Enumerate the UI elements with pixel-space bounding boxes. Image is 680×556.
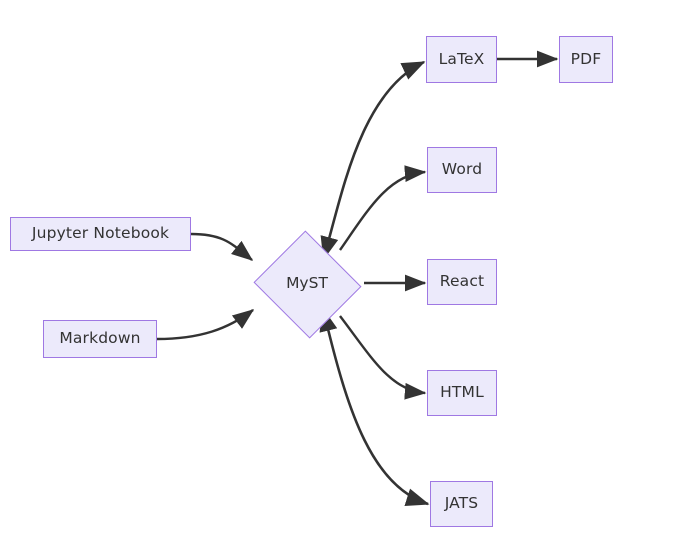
node-react-label: React: [439, 272, 485, 291]
node-myst-label: MyST: [286, 274, 328, 293]
node-markdown-label: Markdown: [59, 329, 141, 348]
node-jupyter-notebook[interactable]: Jupyter Notebook: [10, 217, 191, 251]
node-react[interactable]: React: [427, 259, 497, 305]
node-markdown[interactable]: Markdown: [43, 320, 157, 358]
node-word-label: Word: [441, 160, 483, 179]
node-jupyter-notebook-label: Jupyter Notebook: [31, 224, 170, 243]
edge-jupyter-to-myst: [190, 232, 254, 261]
edge-myst-to-jats: [319, 307, 430, 506]
node-latex[interactable]: LaTeX: [426, 36, 497, 83]
node-word[interactable]: Word: [427, 147, 497, 193]
node-myst[interactable]: MyST: [251, 229, 363, 339]
node-latex-label: LaTeX: [438, 49, 485, 68]
node-jats[interactable]: JATS: [430, 481, 493, 527]
node-pdf[interactable]: PDF: [559, 36, 613, 83]
edge-markdown-to-myst: [156, 309, 255, 341]
node-jats-label: JATS: [444, 494, 479, 513]
node-html[interactable]: HTML: [427, 370, 497, 416]
node-html-label: HTML: [440, 383, 484, 402]
edge-myst-to-latex: [320, 60, 426, 261]
node-pdf-label: PDF: [570, 49, 602, 68]
